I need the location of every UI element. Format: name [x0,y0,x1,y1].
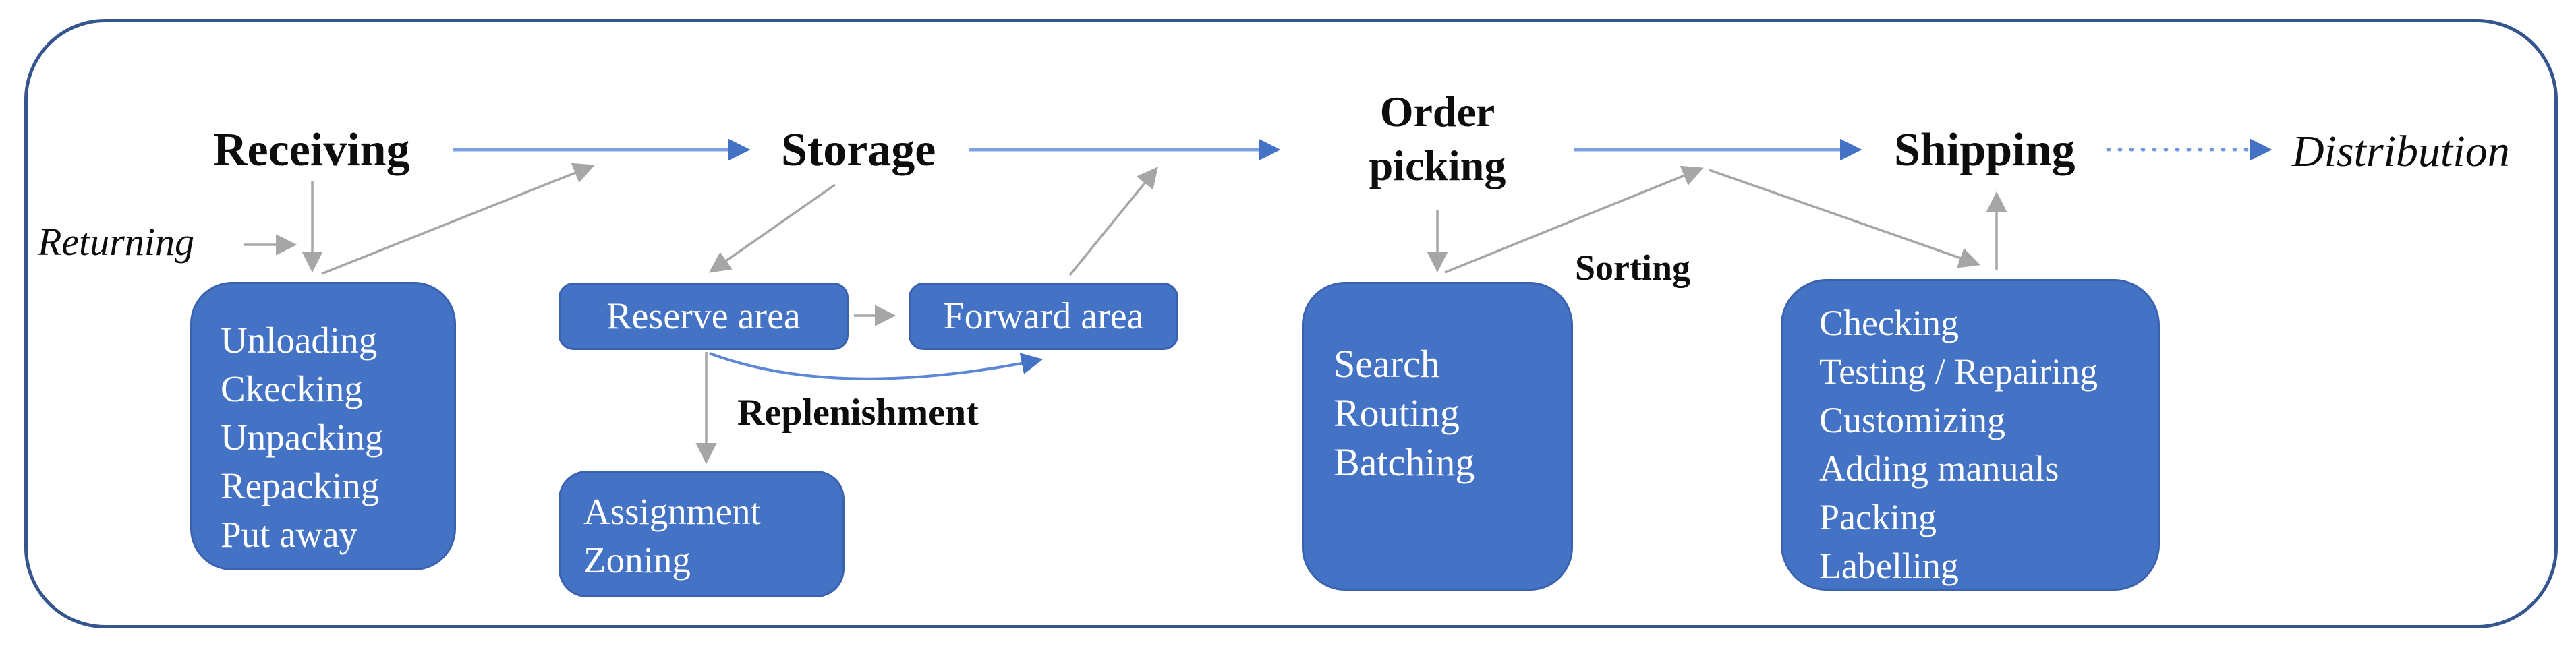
arrow-sorting-down-right [1709,169,1980,268]
returning-label: Returning [38,220,194,264]
sorting-label: Sorting [1575,247,1691,288]
reserve-area-label: Reserve area [606,295,801,337]
shipping-activities-box: Checking Testing / Repairing Customizing… [1781,279,2160,591]
arrow-storage-down-to-reserve [708,183,836,273]
replenishment-label: Replenishment [737,392,979,434]
arrow-unloadingbox-up-to-storage [321,162,595,275]
activity-line: Repacking [221,465,380,506]
order-picking-activities-box: Search Routing Batching [1302,282,1573,591]
activity-line: Packing [1819,497,1937,537]
activity-line: Routing [1334,391,1460,435]
arrow-forward-up-to-orderpicking [1068,167,1158,276]
activity-line: Put away [221,514,358,555]
activity-line: Search [1334,342,1440,386]
activity-line: Unpacking [221,417,384,458]
forward-area-box: Forward area [909,283,1178,350]
reserve-area-box: Reserve area [559,283,849,350]
forward-area-label: Forward area [943,295,1144,337]
activity-line: Unloading [221,320,378,361]
receiving-activities-box: Unloading Ckecking Unpacking Repacking P… [190,282,456,570]
stage-distribution: Distribution [2292,127,2510,176]
stage-receiving: Receiving [213,124,410,176]
activity-line: Adding manuals [1819,448,2059,489]
activity-line: Testing / Repairing [1819,351,2098,392]
activity-line: Zoning [583,539,691,581]
arrow-replenishment-curve [709,352,1043,380]
stage-shipping: Shipping [1894,124,2076,176]
activity-line: Ckecking [221,368,363,409]
storage-activities-box: Assignment Zoning [559,471,845,597]
activity-line: Checking [1819,303,1959,343]
activity-line: Batching [1334,440,1475,484]
diagram-outer-border [24,19,2558,628]
stage-storage: Storage [781,124,936,176]
activity-line: Labelling [1819,545,1959,586]
stage-order-picking: Order picking [1369,88,1506,189]
arrow-sorting-up-left [1444,165,1704,274]
activity-line: Assignment [583,491,761,532]
activity-line: Customizing [1819,400,2006,440]
